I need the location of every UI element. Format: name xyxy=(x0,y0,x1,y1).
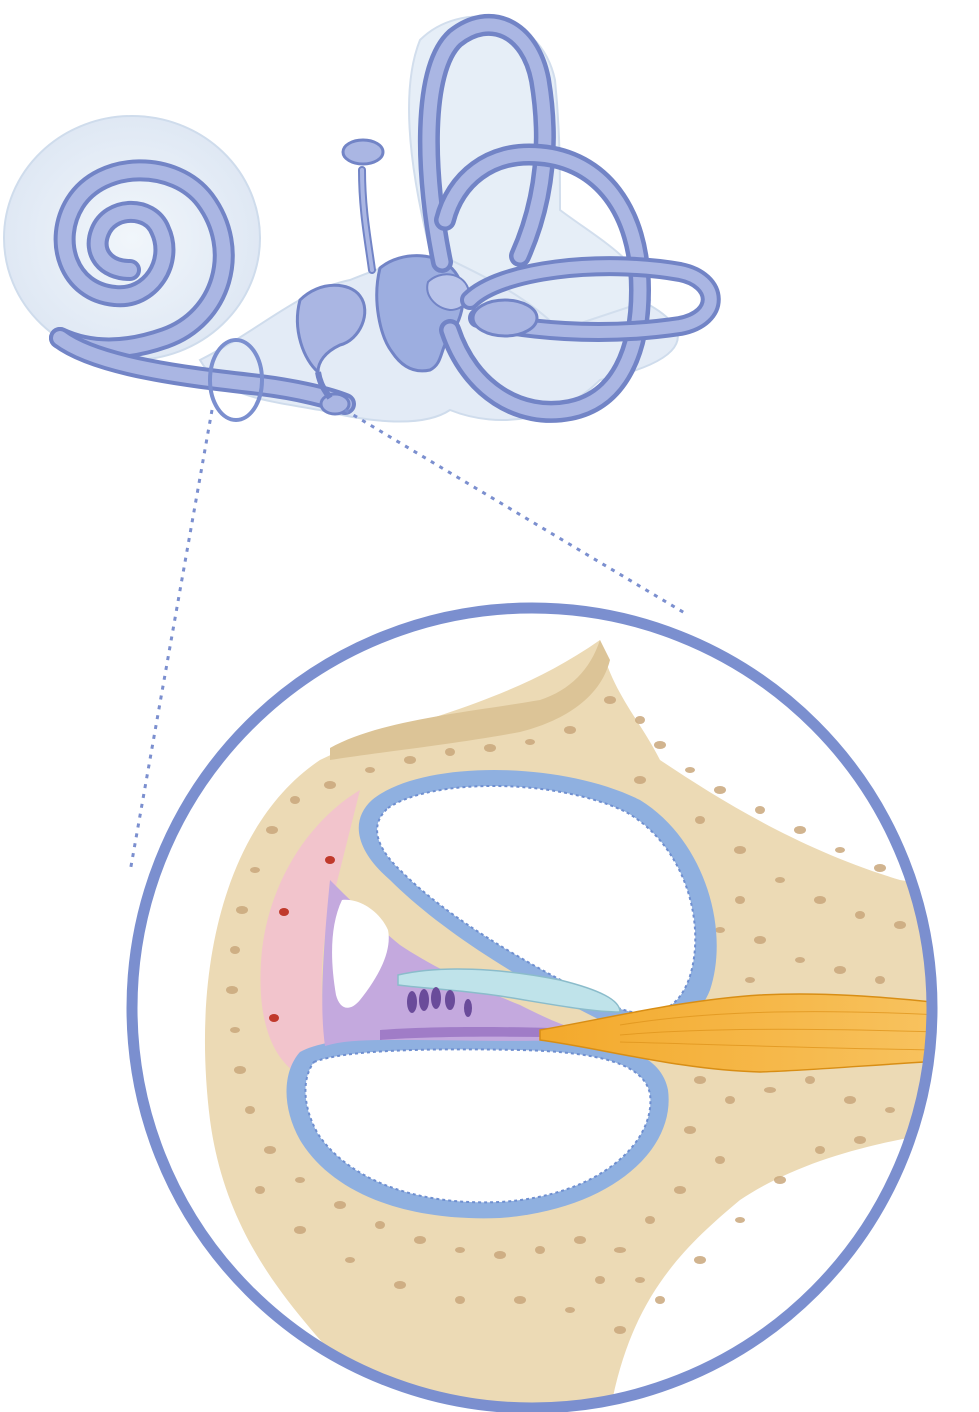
labyrinth-group xyxy=(4,17,711,422)
